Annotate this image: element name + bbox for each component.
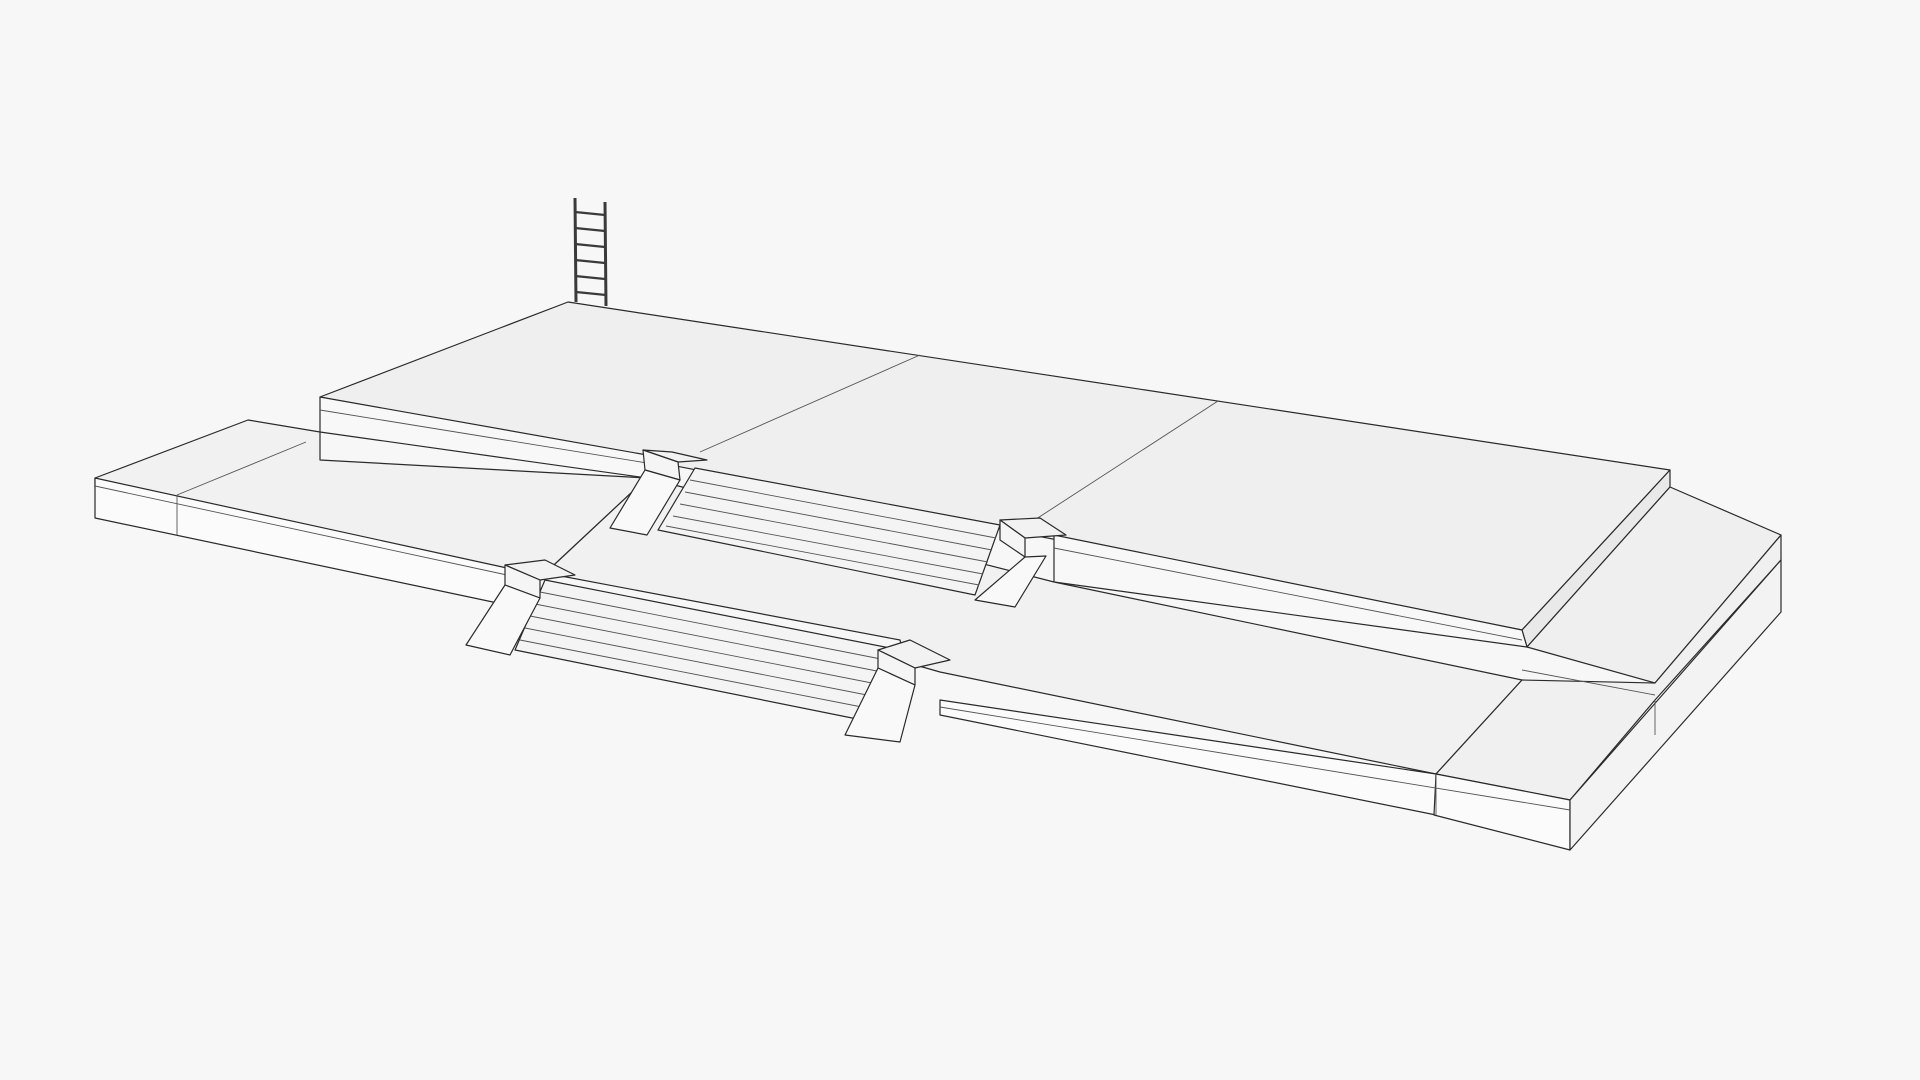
left-lip [94, 485, 508, 576]
upper-staircase [609, 449, 1067, 608]
right-block-side [1569, 559, 1782, 851]
upper-terrace [319, 301, 1671, 648]
ladder-rail-right [603, 201, 608, 307]
lower-stair-steps [519, 591, 887, 709]
right-top-seam [1521, 669, 1656, 696]
lower-left-pier-ramp [465, 584, 541, 656]
right-front-lip [939, 706, 1571, 811]
ladder-rail-left [573, 197, 578, 303]
left-top-seam [176, 441, 307, 496]
upper-left-pier-ramp [609, 469, 681, 536]
upper-front-lip [319, 409, 648, 464]
upper-seam-1 [699, 354, 921, 453]
ladder [573, 197, 608, 307]
upper-front-lip-2 [1053, 547, 1523, 641]
upper-right-pier-ramp [974, 555, 1047, 608]
upper-stairs-body [657, 467, 1001, 596]
ladder-rungs [574, 210, 607, 297]
lower-staircase [465, 559, 951, 743]
upper-seam-2 [1029, 400, 1219, 524]
upper-stair-steps [665, 479, 997, 586]
lower-right-pier-ramp [844, 667, 916, 743]
